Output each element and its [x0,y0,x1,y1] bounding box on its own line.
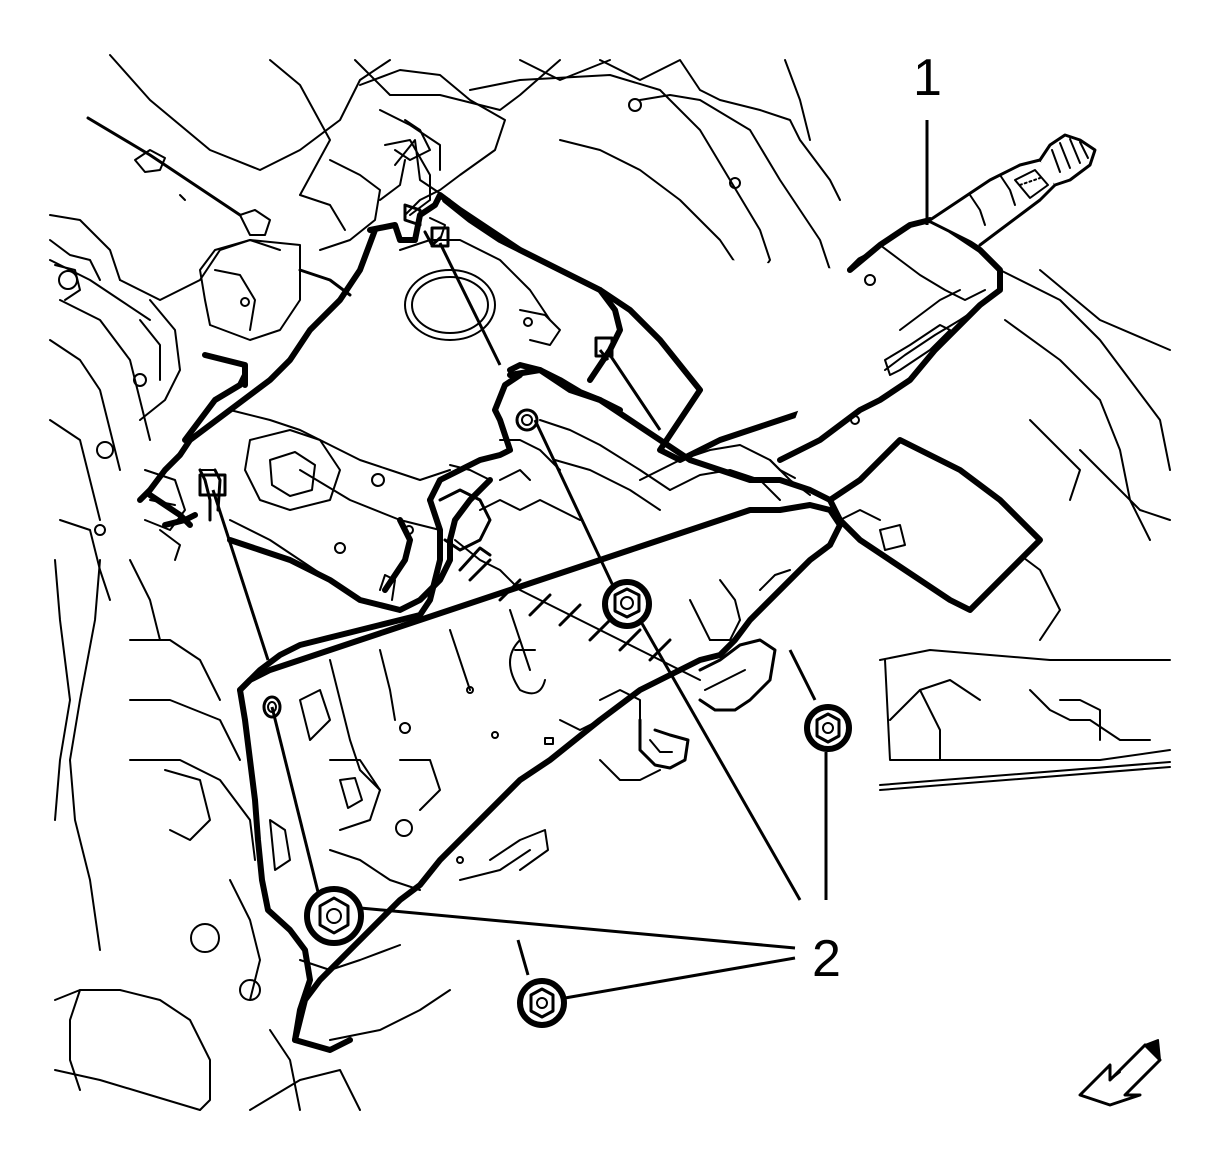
nut-upper-center [602,579,652,629]
nut-right [804,704,852,752]
steering-column [237,133,1097,1053]
nut-group [304,579,852,1028]
callout-2: 2 [812,930,841,988]
forward-arrow-icon [1078,1039,1162,1107]
nut-bottom [517,978,567,1028]
nut-lower-left [304,886,364,946]
callout-1: 1 [913,49,942,107]
wiring-harness [137,119,623,613]
stud-guide-lines [198,226,817,976]
callout-leaders [359,120,929,1000]
